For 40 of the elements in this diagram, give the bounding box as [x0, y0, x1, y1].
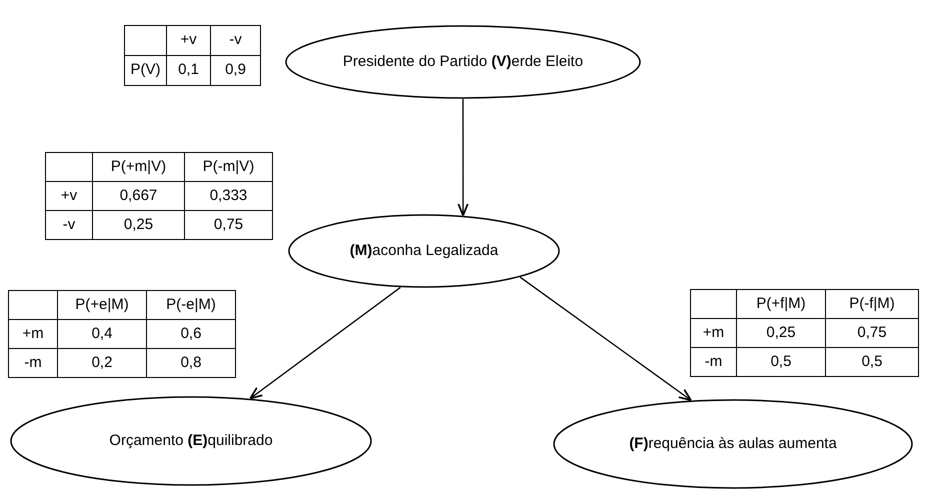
table-cell: 0,25 — [92, 210, 184, 240]
node-ellipse — [10, 396, 372, 486]
table-cell: -m — [690, 348, 736, 376]
node-label: (F)requência às aulas aumenta — [629, 434, 837, 454]
table-cell: 0,9 — [210, 56, 260, 86]
arrow — [458, 99, 469, 216]
node-label: Orçamento (E)quilibrado — [109, 430, 273, 451]
node-ellipse — [285, 25, 641, 99]
table-cell: 0,5 — [826, 348, 918, 376]
table-cell: 0,5 — [736, 348, 826, 376]
table-cell: 0,4 — [58, 320, 146, 348]
table-cell: +v — [46, 182, 92, 210]
arrow — [520, 276, 692, 402]
table-cell: P(+f|M) — [736, 290, 826, 318]
table-cell: P(+e|M) — [58, 290, 146, 320]
table-cell: +v — [166, 26, 210, 56]
table-cell: 0,75 — [826, 318, 918, 348]
node-label: Presidente do Partido (V)erde Eleito — [342, 52, 584, 72]
table-cell: P(+m|V) — [92, 152, 184, 182]
node-label: (M)aconha Legalizada — [350, 240, 498, 261]
table-cell: P(-m|V) — [184, 152, 272, 182]
table-cell: -v — [46, 210, 92, 240]
table-cell: P(-f|M) — [826, 290, 918, 318]
table-cell: +m — [8, 320, 58, 348]
table-cell: 0,1 — [166, 56, 210, 86]
table-cell: 0,667 — [92, 182, 184, 210]
table-cell: 0,25 — [736, 318, 826, 348]
table-cell: 0,8 — [146, 348, 236, 378]
table-cell: +m — [690, 318, 736, 348]
table-cell: P(V) — [124, 56, 166, 86]
node-ellipse — [288, 214, 560, 288]
table-cell: 0,75 — [184, 210, 272, 240]
table-cell: -v — [210, 26, 260, 56]
table-cell: 0,6 — [146, 320, 236, 348]
table-cell: P(-e|M) — [146, 290, 236, 320]
table-cell: 0,2 — [58, 348, 146, 378]
table-cell: 0,333 — [184, 182, 272, 210]
arrow — [249, 286, 401, 400]
table-cell: -m — [8, 348, 58, 378]
node-ellipse — [553, 399, 913, 489]
